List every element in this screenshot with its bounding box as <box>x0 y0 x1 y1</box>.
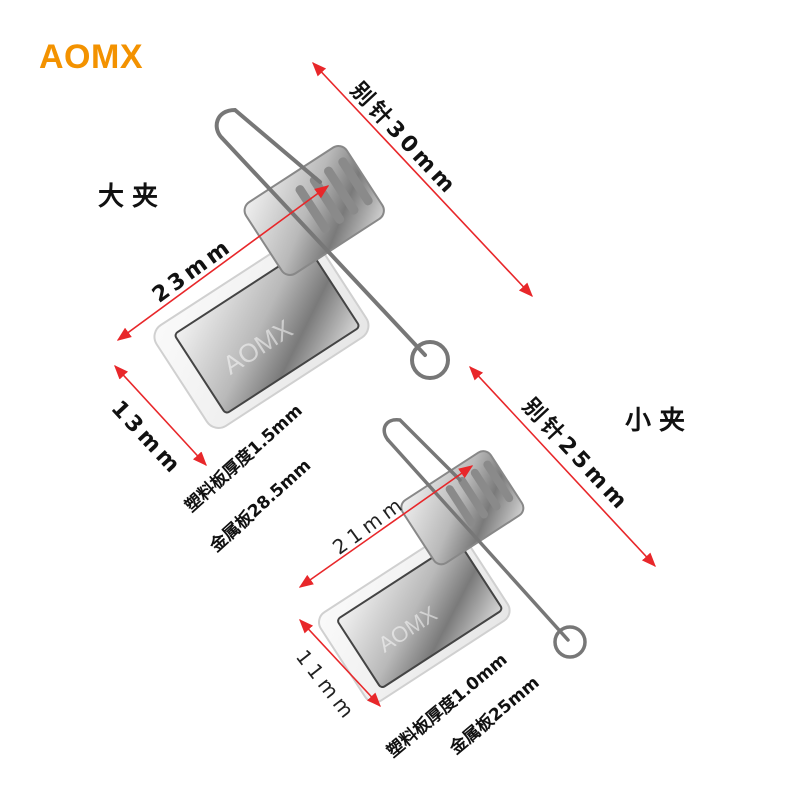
dimension-arrows <box>114 61 656 708</box>
small-width-arrow <box>298 465 474 588</box>
small-height-arrow <box>299 618 381 708</box>
brand-logo: AOMX <box>39 38 143 76</box>
large-clip-label: 大夹 <box>98 182 167 212</box>
large-width-arrow <box>116 185 330 341</box>
small-pin-length-arrow <box>469 365 656 568</box>
small-clip-label: 小夹 <box>625 406 694 436</box>
large-height-arrow <box>114 364 207 467</box>
large-pin-length-arrow <box>312 61 533 298</box>
